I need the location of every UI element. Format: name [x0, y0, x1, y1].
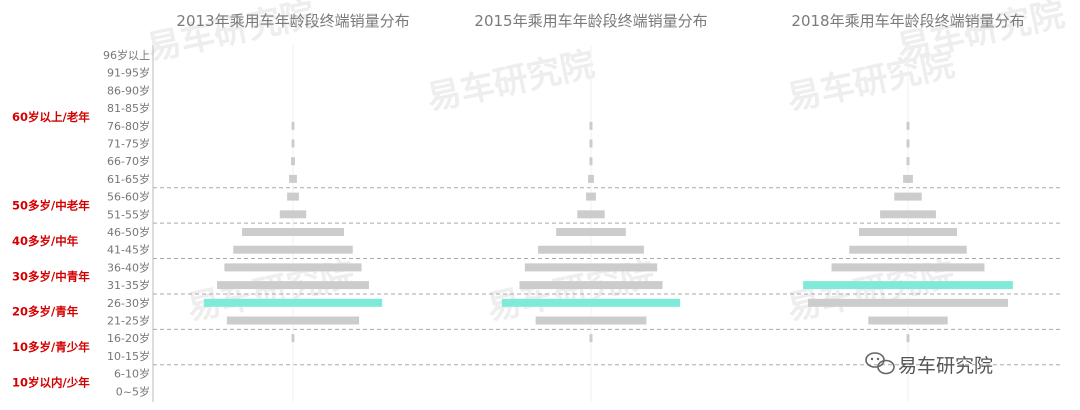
- age-group-label: 60岁以上/老年: [12, 110, 90, 124]
- bar: [291, 121, 295, 130]
- y-tick-label: 76-80岁: [107, 119, 150, 133]
- bar: [906, 121, 910, 130]
- bars: [203, 45, 1013, 402]
- y-tick-label: 6-10岁: [114, 367, 150, 381]
- bar: [808, 298, 1008, 307]
- y-tick-label: 41-45岁: [107, 243, 150, 257]
- y-tick-label: 10-15岁: [107, 349, 150, 363]
- y-tick-label: 66-70岁: [107, 154, 150, 168]
- bar: [589, 139, 593, 148]
- age-group-label: 10岁以内/少年: [12, 375, 90, 389]
- y-tick-label: 31-35岁: [107, 278, 150, 292]
- watermark-text: 易车研究院: [894, 0, 1069, 69]
- bar: [226, 316, 360, 325]
- bar: [589, 157, 593, 166]
- y-tick-label: 81-85岁: [107, 101, 150, 115]
- bar: [906, 157, 910, 166]
- y-tick-label: 86-90岁: [107, 83, 150, 97]
- bar: [289, 174, 297, 183]
- bar: [556, 228, 626, 236]
- watermark-text: 易车研究院: [144, 0, 319, 69]
- y-tick-label: 91-95岁: [107, 66, 150, 80]
- bar: [524, 263, 658, 272]
- bar: [859, 228, 957, 236]
- wechat-badge: 易车研究院: [865, 352, 993, 377]
- bar: [242, 228, 344, 236]
- bar: [894, 192, 922, 201]
- chart-titles: 2013年乘用车年龄段终端销量分布 2015年乘用车年龄段终端销量分布 2018年乘…: [176, 12, 1024, 30]
- bar: [233, 245, 353, 254]
- y-tick-label: 71-75岁: [107, 137, 150, 151]
- y-axis: 0~5岁 6-10岁 10-15岁 16-20岁 21-25岁 26-30岁 31-35岁 3…: [12, 45, 1060, 402]
- bar: [291, 157, 295, 166]
- bar: [279, 210, 307, 219]
- bar: [538, 245, 644, 254]
- y-tick-label: 16-20岁: [107, 331, 150, 345]
- y-tick-label: 36-40岁: [107, 260, 150, 274]
- bar: [849, 245, 967, 254]
- bar: [903, 174, 913, 183]
- highlight-bar: [803, 281, 1013, 290]
- y-tick-label: 61-65岁: [107, 172, 150, 186]
- y-tick-label: 56-60岁: [107, 190, 150, 204]
- bar: [535, 316, 647, 325]
- age-group-label: 10多岁/青少年: [12, 340, 90, 354]
- highlight-bar: [203, 298, 383, 307]
- y-tick-label: 46-50岁: [107, 225, 150, 239]
- bar: [906, 334, 910, 343]
- bar: [577, 210, 605, 219]
- bar: [217, 281, 369, 290]
- highlight-bar: [501, 298, 681, 307]
- watermarks: 易车研究院易车研究院易车研究院易车研究院易车研究院易车研究院易车研究院: [144, 0, 1069, 329]
- y-tick-label: 0~5岁: [116, 384, 150, 398]
- bar: [880, 210, 936, 219]
- chart-title: 2013年乘用车年龄段终端销量分布: [176, 12, 409, 30]
- wechat-icon: [865, 352, 895, 375]
- y-tick-label: 26-30岁: [107, 296, 150, 310]
- age-group-label: 50多岁/中老年: [12, 198, 90, 212]
- y-tick-label: 51-55岁: [107, 207, 150, 221]
- bar: [589, 334, 593, 343]
- watermark-text: 易车研究院: [424, 44, 599, 118]
- bar: [868, 316, 948, 325]
- chart-title: 2018年乘用车年龄段终端销量分布: [791, 12, 1024, 30]
- y-tick-label: 96岁以上: [103, 48, 150, 62]
- bar: [291, 334, 295, 343]
- age-group-label: 20多岁/青年: [12, 305, 79, 319]
- bar: [589, 121, 593, 130]
- bar: [519, 281, 663, 290]
- age-group-label: 40多岁/中年: [12, 234, 79, 248]
- bar: [586, 192, 596, 201]
- wechat-label: 易车研究院: [898, 355, 993, 377]
- chart-title: 2015年乘用车年龄段终端销量分布: [474, 12, 707, 30]
- bar: [588, 174, 594, 183]
- bar: [287, 192, 299, 201]
- bar: [291, 139, 295, 148]
- bar: [831, 263, 985, 272]
- age-group-label: 30多岁/中青年: [12, 269, 90, 283]
- bar: [906, 139, 910, 148]
- bar: [224, 263, 362, 272]
- y-tick-label: 21-25岁: [107, 314, 150, 328]
